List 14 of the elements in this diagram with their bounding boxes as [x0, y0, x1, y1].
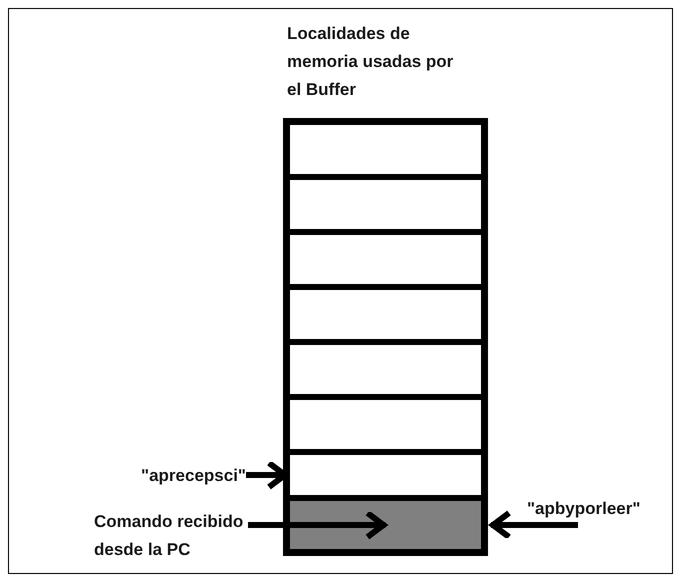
memory-cell — [290, 345, 481, 394]
memory-cell — [290, 125, 481, 174]
memory-cell — [290, 455, 481, 495]
memory-cell — [290, 290, 481, 339]
arrow — [490, 510, 578, 540]
column-heading: Localidades de memoria usadas por el Buffer — [287, 24, 454, 99]
memory-cell — [290, 400, 481, 449]
pointer-label: "aprecepsci" — [141, 466, 246, 485]
filled-memory-cell — [290, 501, 481, 549]
arrow — [248, 510, 386, 540]
pointer-label: "apbyporleer" — [527, 499, 640, 518]
memory-cell — [290, 235, 481, 284]
memory-cell — [290, 180, 481, 229]
pointer-label: Comando recibido desde la PC — [94, 512, 244, 559]
